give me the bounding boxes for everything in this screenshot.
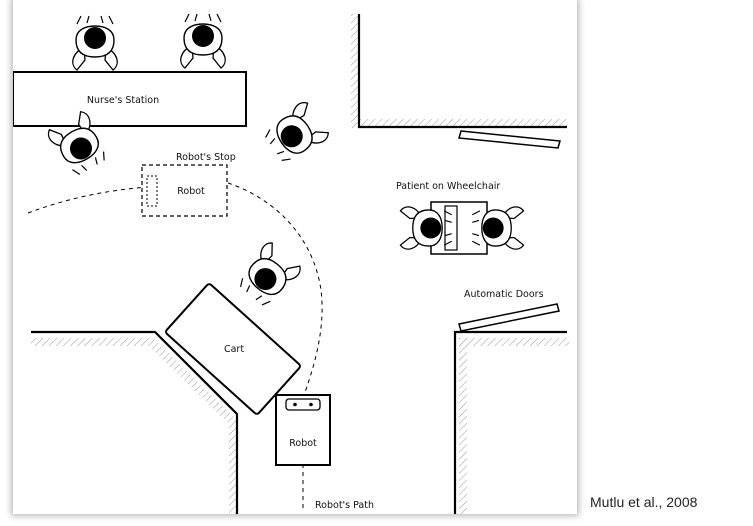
robots-path-line xyxy=(27,182,323,510)
automatic-door-top xyxy=(458,130,561,149)
patient-label: Patient on Wheelchair xyxy=(396,181,500,192)
hospital-diagram-figure: Nurse's Station Robot's Stop Robot Cart … xyxy=(13,0,577,514)
person-icon xyxy=(180,13,226,69)
wall-top-right xyxy=(351,14,567,129)
robot-at-stop: Robot's Stop Robot xyxy=(141,152,236,217)
person-icon xyxy=(260,99,332,168)
nurses-station-label: Nurse's Station xyxy=(87,95,159,106)
robot-at-stop-label: Robot xyxy=(177,186,205,197)
patient-on-wheelchair: Patient on Wheelchair xyxy=(396,181,525,255)
robot-on-path-label: Robot xyxy=(289,438,317,449)
robot-on-path: Robot xyxy=(275,394,331,466)
robots-stop-label: Robot's Stop xyxy=(176,152,236,163)
citation: Mutlu et al., 2008 xyxy=(590,494,698,510)
nurses-station: Nurse's Station xyxy=(13,71,247,127)
hospital-floor-diagram: Nurse's Station Robot's Stop Robot Cart … xyxy=(13,13,569,514)
cart-label: Cart xyxy=(224,344,244,355)
wall-bottom-right xyxy=(453,330,569,514)
robots-path-label: Robot's Path xyxy=(315,500,374,511)
person-icon xyxy=(72,15,118,71)
wall-bottom-left xyxy=(31,330,239,514)
automatic-door-bottom xyxy=(458,303,560,332)
automatic-doors-label: Automatic Doors xyxy=(464,289,544,300)
cart: Cart xyxy=(165,283,301,415)
person-icon xyxy=(233,239,304,311)
